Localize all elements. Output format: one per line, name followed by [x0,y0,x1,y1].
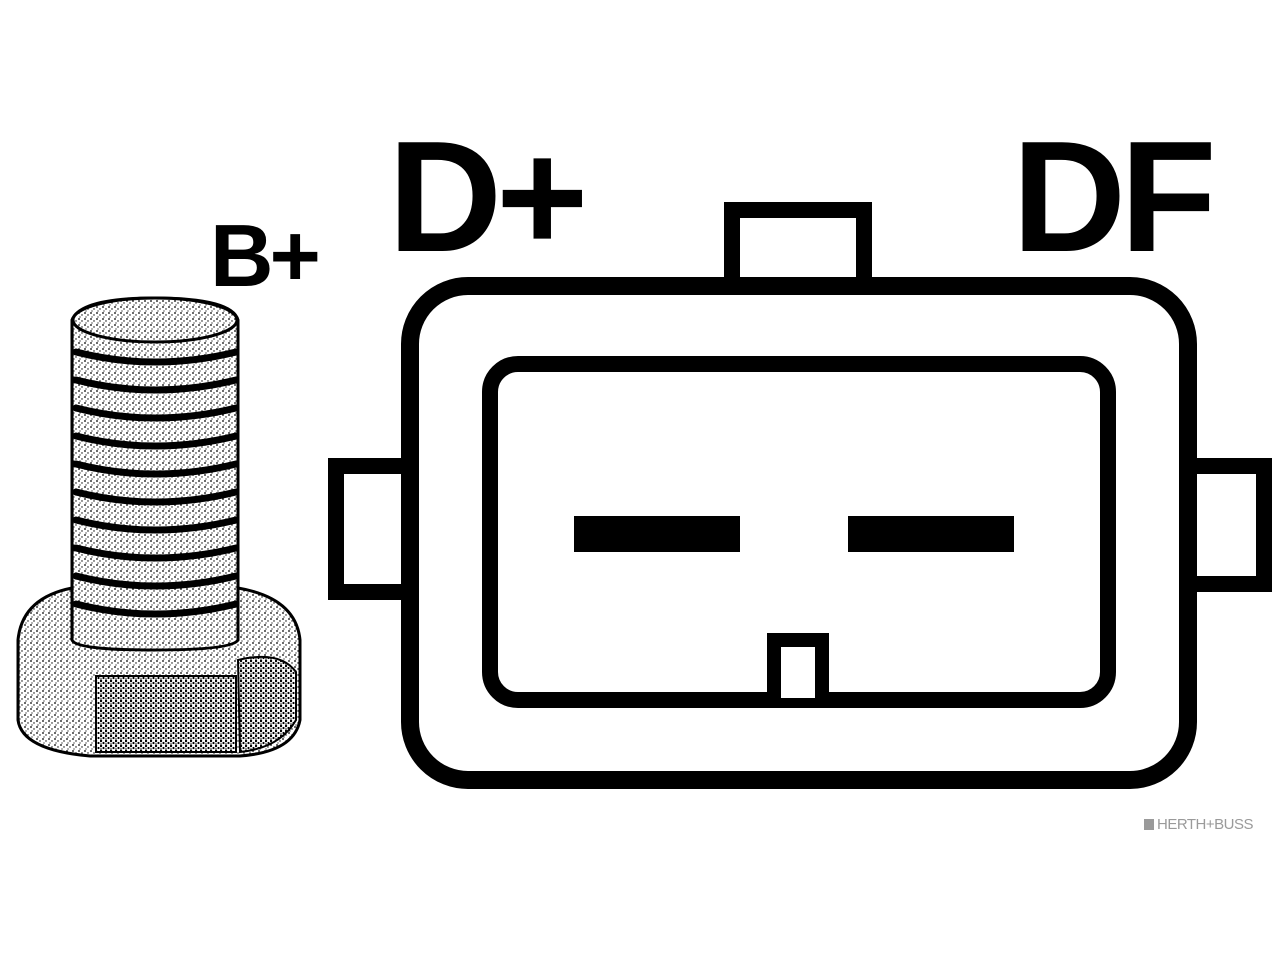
df-blade [848,516,1014,552]
watermark: HERTH+BUSS [1144,816,1254,833]
d-plus-label: D+ [388,109,588,285]
df-label: DF [1012,109,1217,285]
watermark-text: HERTH+BUSS [1157,816,1254,833]
d-plus-blade [574,516,740,552]
stud-bolt-icon [16,296,302,758]
brand-logo-icon [1144,819,1154,830]
connector-housing [328,202,1272,789]
b-plus-label: B+ [210,206,321,305]
